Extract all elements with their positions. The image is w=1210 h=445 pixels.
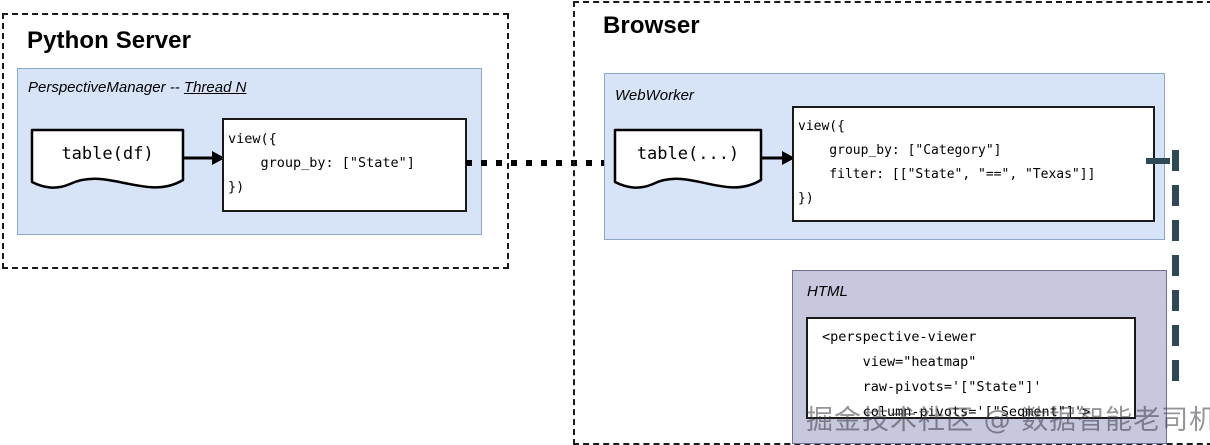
thread-n-link[interactable]: Thread N [183,79,247,96]
code-html-perspective-viewer: <perspective-viewer view="heatmap" raw-p… [806,317,1136,419]
worker-table-label: table(...) [636,144,740,164]
perspective-manager-name: PerspectiveManager [28,79,166,96]
connector-server-to-browser [466,160,618,166]
python-table-label: table(df) [61,144,154,164]
html-label: HTML [807,283,848,300]
connector-worker-to-html [1172,150,1179,384]
perspective-manager-separator: -- [165,79,184,96]
arrow-python-table-to-view [182,150,226,166]
arrow-worker-table-to-view [760,150,796,166]
connector-worker-stub [1146,158,1170,164]
node-python-table[interactable]: table(df) [30,128,185,194]
python-server-title: Python Server [27,27,192,54]
region-browser [573,1,1210,445]
node-worker-table[interactable]: table(...) [613,128,763,194]
document-shape-icon [613,128,763,189]
code-worker-view: view({ group_by: ["Category"] filter: [[… [792,106,1155,222]
document-shape-icon [30,128,185,189]
webworker-label: WebWorker [615,87,694,104]
browser-title: Browser [603,12,700,39]
perspective-manager-label: PerspectiveManager -- Thread N [28,79,246,96]
region-python-server [2,13,509,269]
code-python-view: view({ group_by: ["State"] }) [222,118,467,212]
